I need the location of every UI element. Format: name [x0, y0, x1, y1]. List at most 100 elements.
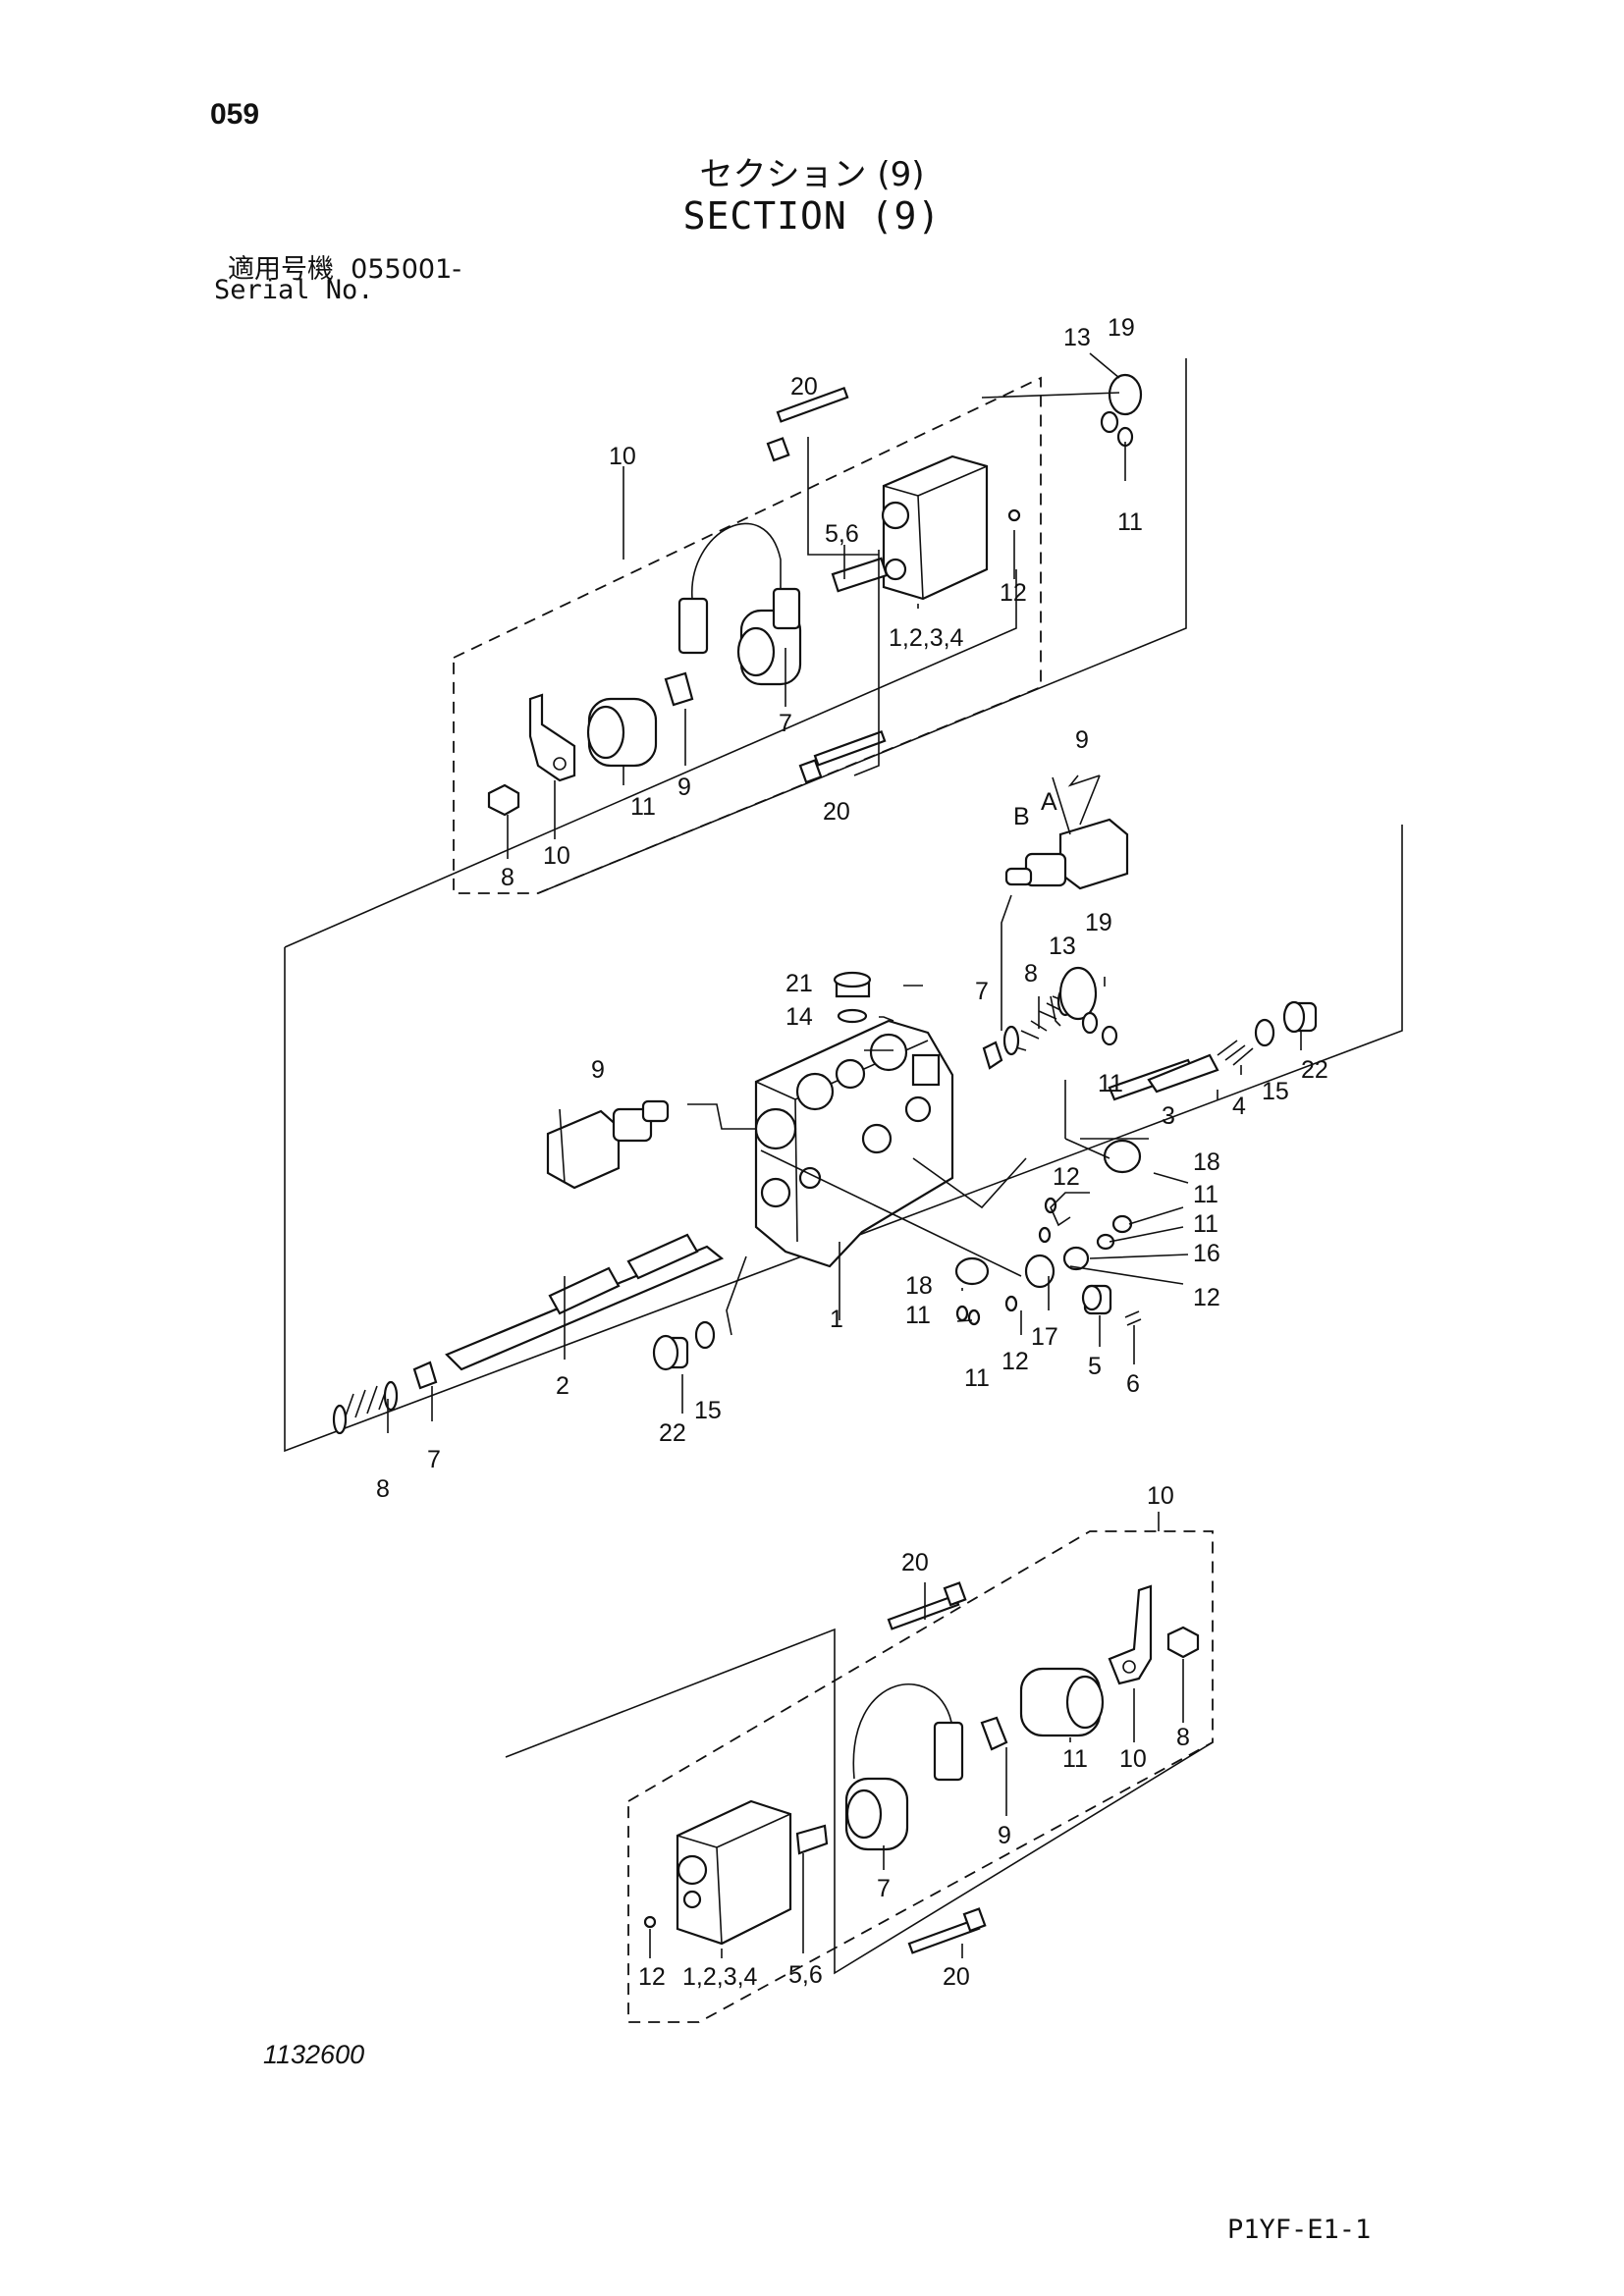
callout-9: 9	[1075, 726, 1089, 754]
o-ring-icon	[694, 1320, 716, 1350]
callout-8: 8	[1176, 1724, 1190, 1751]
spring-seat-icon	[412, 1361, 438, 1390]
callout-13: 13	[1063, 324, 1091, 351]
bolt-icon	[798, 729, 887, 784]
o-ring-small-icon	[967, 1308, 981, 1326]
small-spring-icon	[1124, 1310, 1142, 1326]
plug-left-icon	[652, 1334, 689, 1371]
callout-7: 7	[877, 1875, 891, 1902]
middle-valve-section: 9 B A 21 14 7 8 13 19 11 22 15 4 3 9 12 …	[284, 569, 1403, 1503]
o-ring-large-icon	[1103, 1139, 1142, 1174]
top-solenoid-assembly: 10 20 13 19 11 5,6 12 1,2,3,4 7 9 11 10 …	[453, 314, 1187, 894]
solenoid-coil-icon	[844, 1682, 964, 1851]
bolt-icon	[887, 1581, 967, 1630]
drawing-number: 1132600	[263, 2040, 365, 2069]
spool-spring-icon	[1108, 1040, 1254, 1101]
document-code: P1YF-E1-1	[1227, 2215, 1372, 2245]
callout-12: 12	[1193, 1284, 1220, 1311]
callout-10: 10	[609, 443, 636, 470]
relief-valve-right-icon	[1004, 818, 1129, 890]
callout-1-2-3-4: 1,2,3,4	[889, 624, 964, 652]
o-ring-large-icon	[954, 1256, 990, 1286]
o-ring-small-icon	[643, 1915, 657, 1929]
bolt-icon	[907, 1907, 987, 1954]
callout-12: 12	[638, 1963, 666, 1991]
callout-11: 11	[1193, 1210, 1218, 1238]
callout-12: 12	[1001, 1348, 1029, 1375]
callout-4: 4	[1232, 1093, 1246, 1120]
middle-section-boundary	[284, 569, 1403, 1453]
plug-right-icon	[1282, 1000, 1318, 1034]
page-number: 059	[210, 98, 260, 131]
callout-5: 5	[1088, 1353, 1102, 1380]
relief-valve-left-icon	[546, 1099, 670, 1190]
spool-plunger-icon	[831, 557, 889, 593]
callout-11: 11	[905, 1302, 931, 1329]
o-ring-small-icon	[1007, 508, 1021, 522]
callout-16: 16	[1193, 1240, 1220, 1267]
nut-icon	[487, 783, 520, 817]
callout-11: 11	[1062, 1745, 1088, 1773]
callout-10: 10	[543, 842, 570, 870]
callout-20: 20	[943, 1963, 970, 1991]
callout-18: 18	[905, 1272, 933, 1300]
solenoid-valve-block-icon	[881, 454, 989, 601]
coil-sleeve-icon	[1019, 1667, 1105, 1737]
callout-11: 11	[1117, 508, 1143, 536]
callout-8: 8	[376, 1475, 390, 1503]
callout-11: 11	[1098, 1070, 1123, 1097]
plug-cap-icon	[833, 971, 872, 988]
bracket-icon	[528, 693, 576, 782]
callout-12: 12	[1000, 579, 1027, 607]
callout-1: 1	[830, 1306, 843, 1333]
seal-ring-icon	[837, 1008, 868, 1024]
callout-17: 17	[1031, 1323, 1058, 1351]
callout-8: 8	[1024, 960, 1038, 988]
title-english: SECTION (9)	[682, 194, 942, 238]
o-ring-small-icon	[1044, 1197, 1057, 1214]
callout-11: 11	[630, 793, 656, 821]
callout-13: 13	[1049, 933, 1076, 960]
callout-3: 3	[1162, 1102, 1175, 1130]
bracket-icon	[1108, 1584, 1153, 1685]
callout-21: 21	[785, 970, 813, 997]
nut-icon	[1166, 1626, 1200, 1659]
callout-15: 15	[1262, 1078, 1289, 1105]
callout-7: 7	[427, 1446, 441, 1473]
o-ring-small-icon	[955, 1305, 969, 1322]
o-ring-large-icon	[1108, 373, 1143, 416]
check-valve-icon	[1081, 1284, 1112, 1315]
o-ring-large-icon	[1058, 966, 1098, 1021]
main-spool-icon	[445, 1233, 725, 1371]
title-japanese: セクション (9)	[699, 155, 925, 194]
retaining-ring-icon	[980, 1716, 1008, 1751]
callout-7: 7	[779, 710, 792, 737]
callout-11: 11	[964, 1364, 990, 1392]
callout-15: 15	[694, 1397, 722, 1424]
o-ring-icon	[1100, 410, 1119, 434]
valve-body-icon	[754, 1019, 954, 1268]
callout-20: 20	[790, 373, 818, 400]
serial-value: 055001-	[351, 254, 461, 285]
callout-7: 7	[975, 978, 989, 1005]
callout-9: 9	[591, 1056, 605, 1084]
retaining-ring-icon	[664, 671, 694, 707]
o-ring-icon	[1081, 1011, 1099, 1035]
o-ring-icon	[1101, 1025, 1118, 1046]
callout-10: 10	[1147, 1482, 1174, 1510]
coil-sleeve-icon	[586, 697, 658, 768]
o-ring-icon	[1024, 1254, 1056, 1289]
callout-a: A	[1041, 788, 1057, 816]
callout-2: 2	[556, 1372, 569, 1400]
callout-20: 20	[823, 798, 850, 826]
bottom-solenoid-assembly: 10 20 8 10 11 9 7 5,6 12 1,2,3,4 20	[505, 1482, 1214, 2023]
spring-seat-icon	[982, 1041, 1003, 1070]
o-ring-icon	[1111, 1214, 1133, 1234]
callout-9: 9	[677, 774, 691, 801]
callout-22: 22	[659, 1419, 686, 1447]
callout-b: B	[1013, 803, 1030, 830]
callout-22: 22	[1301, 1056, 1328, 1084]
callout-19: 19	[1085, 909, 1112, 936]
serial-label-jp: 適用号機	[228, 254, 334, 285]
